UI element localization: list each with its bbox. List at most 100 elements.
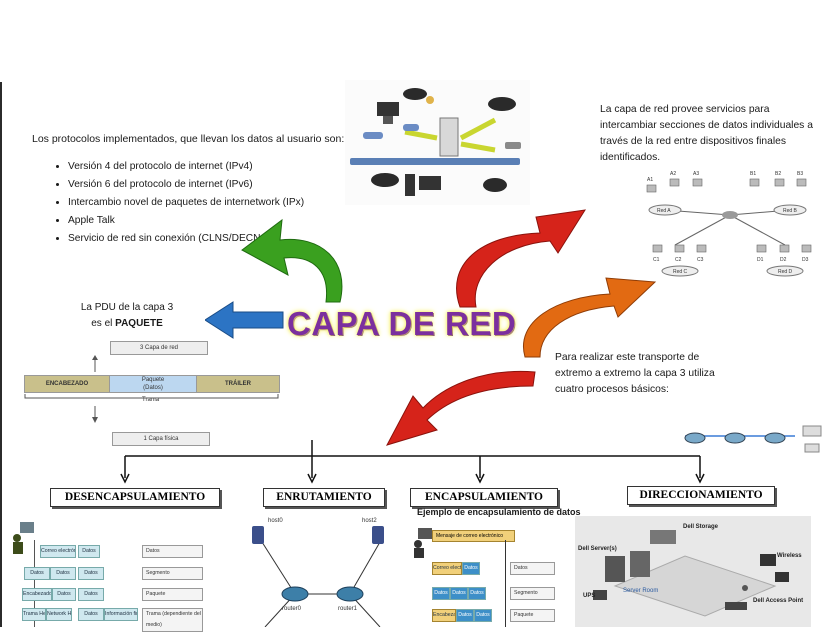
transport-description: Para realizar este transporte de extremo… <box>555 352 715 395</box>
router1-label: router1 <box>338 606 358 612</box>
protocols-intro: Los protocolos implementados, que llevan… <box>32 133 345 145</box>
protocol-item: Servicio de red sin conexión (CLNS/DECNe… <box>68 230 304 248</box>
arrow-up-icon <box>92 355 98 372</box>
host-label: C3 <box>697 257 704 263</box>
host-label: D2 <box>780 257 787 263</box>
pdu-line-1: La PDU de la capa 3 <box>80 302 174 313</box>
network-label: Red B <box>783 208 798 214</box>
routing-mini-diagram <box>684 425 822 453</box>
protocol-item: Apple Talk <box>68 212 304 230</box>
blue-arrow-left <box>205 301 284 339</box>
desencap-cell: Datos <box>78 608 104 621</box>
desencap-side: Paquete <box>142 588 203 601</box>
desencap-cell: Datos <box>78 567 104 580</box>
desencap-cell: Datos <box>78 588 104 601</box>
protocol-list: Versión 4 del protocolo de internet (IPv… <box>52 158 304 248</box>
host2-label: host2 <box>362 518 377 524</box>
user-computer-icon <box>414 528 432 558</box>
pdu-line-2-text: es el <box>91 318 113 329</box>
green-curved-arrow <box>241 218 343 303</box>
ups-label: UPS <box>583 593 596 599</box>
encap-cell: Datos <box>432 587 450 600</box>
host-label: A3 <box>693 171 699 177</box>
addressing-illustration: Dell Storage Dell Server(s) Wireless UPS… <box>575 516 811 627</box>
host-label: B1 <box>750 171 756 177</box>
desencap-side: Trama (dependiente del medio) <box>142 608 203 632</box>
encap-cell: Datos <box>462 562 480 575</box>
top-band <box>0 0 835 82</box>
encap-example-title: Ejemplo de encapsulamiento de datos <box>417 507 581 517</box>
desencap-side: Datos <box>142 545 203 558</box>
host-label: C2 <box>675 257 682 263</box>
encap-side: Segmento <box>510 587 555 600</box>
host-label: A1 <box>647 177 653 183</box>
host-label: B2 <box>775 171 781 177</box>
server-room-label: Server Room <box>623 588 659 594</box>
pdu-line-2: es el PAQUETE <box>62 316 192 332</box>
layer3-box: 3 Capa de red <box>110 341 208 355</box>
packet-cell: Paquete (Datos) <box>109 375 197 393</box>
encap-cell: Correo electrónico <box>432 562 462 575</box>
encap-cell: Datos <box>474 609 492 622</box>
desencap-cell: Correo electrónico <box>40 545 76 558</box>
frame-label: Trama <box>142 397 160 403</box>
packet-sub-label: (Datos) <box>143 385 163 391</box>
host-label: D1 <box>757 257 764 263</box>
desencap-cell: Datos <box>50 567 76 580</box>
process-encapsulamiento: ENCAPSULAMIENTO <box>410 488 558 507</box>
dell-server-label: Dell Server(s) <box>578 546 617 552</box>
addressing-devices <box>593 530 789 617</box>
encap-line <box>505 540 506 627</box>
voip-network-illustration <box>345 80 530 205</box>
desencap-side: Segmento <box>142 567 203 580</box>
protocol-item: Versión 4 del protocolo de internet (IPv… <box>68 158 304 176</box>
protocol-item: Intercambio novel de paquetes de interne… <box>68 194 304 212</box>
network-label: Red A <box>657 208 671 214</box>
red-curved-arrow-up <box>456 209 586 308</box>
arrow-down-icon <box>92 406 98 423</box>
process-tree-lines <box>120 440 705 484</box>
trailer-cell: TRÁILER <box>196 375 280 393</box>
left-border <box>0 82 2 627</box>
packet-label: Paquete <box>141 377 165 383</box>
desencap-cell: Trama Header <box>22 608 46 621</box>
desencap-cell: Network Header <box>46 608 72 621</box>
wireless-label: Wireless <box>777 553 802 559</box>
user-computer-icon <box>13 522 34 554</box>
network-layer-description: La capa de red provee servicios para int… <box>600 104 813 163</box>
process-desencapsulamiento: DESENCAPSULAMIENTO <box>50 488 220 507</box>
encap-side: Paquete <box>510 609 555 622</box>
pdu-description: La PDU de la capa 3 es el PAQUETE <box>62 300 192 332</box>
desencap-cell: Datos <box>24 567 50 580</box>
desencap-frame <box>34 540 135 627</box>
encap-cell: Encabezado de red <box>432 609 456 622</box>
email-message-cell: Mensaje de correo electrónico <box>432 530 515 542</box>
header-cell: ENCABEZADO <box>24 375 110 393</box>
host0-label: host0 <box>268 518 283 524</box>
red-curved-arrow-down <box>385 370 536 446</box>
desencap-cell: Datos <box>78 545 100 558</box>
pdu-bold: PAQUETE <box>115 318 163 329</box>
host-label: B3 <box>797 171 803 177</box>
desencap-cell: Datos <box>52 588 76 601</box>
layer1-box: 1 Capa física <box>112 432 210 446</box>
network-topology-diagram: A1 A2 A3 B1 B2 B3 C1 C2 C3 D1 D2 D3 Red … <box>646 171 812 277</box>
host-label: D3 <box>802 257 809 263</box>
encap-cell: Datos <box>468 587 486 600</box>
desencap-cell: Información final de trama <box>104 608 138 621</box>
dell-storage-label: Dell Storage <box>683 524 719 530</box>
router0-label: router0 <box>282 606 302 612</box>
network-label: Red D <box>778 269 793 275</box>
network-label: Red C <box>673 269 688 275</box>
encap-side: Datos <box>510 562 555 575</box>
host-label: A2 <box>670 171 676 177</box>
frame-bracket <box>24 394 279 399</box>
access-point-label: Dell Access Point <box>753 598 804 604</box>
process-direccionamiento: DIRECCIONAMIENTO <box>627 486 775 505</box>
process-enrutamiento: ENRUTAMIENTO <box>263 488 385 507</box>
protocol-item: Versión 6 del protocolo de internet (IPv… <box>68 176 304 194</box>
routing-diagram: host0 host2 router0 router1 <box>252 518 384 627</box>
host-label: C1 <box>653 257 660 263</box>
orange-curved-arrow <box>523 277 657 358</box>
page-title: CAPA DE RED <box>287 305 517 342</box>
